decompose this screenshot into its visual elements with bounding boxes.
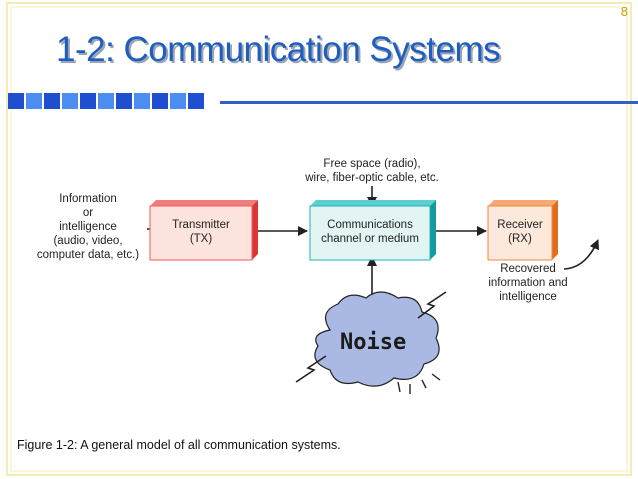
recovered-label: Recovered information and intelligence (488, 263, 568, 303)
decor-square (26, 93, 42, 109)
page-title: 1-2: Communication Systems (56, 30, 501, 69)
noise-cloud (314, 291, 440, 387)
decor-square (116, 93, 132, 109)
decor-square (8, 93, 24, 109)
transmitter-block (149, 200, 258, 261)
receiver-label: Receiver (RX) (497, 219, 543, 245)
decor-square (80, 93, 96, 109)
lightning-icon (295, 355, 327, 383)
decor-square (98, 93, 114, 109)
decor-square (152, 93, 168, 109)
decor-square (170, 93, 186, 109)
lightning-icon (417, 291, 447, 319)
decor-square (62, 93, 78, 109)
noise-rays (397, 373, 441, 394)
decor-square (44, 93, 60, 109)
rx-output-arrow (563, 239, 600, 270)
page-number: 8 (620, 4, 628, 19)
info-label: Information or intelligence (audio, vide… (36, 193, 140, 261)
figure-caption: Figure 1-2: A general model of all commu… (17, 438, 341, 452)
decor-square (188, 93, 204, 109)
channel-block (309, 200, 436, 261)
title-rule (220, 101, 638, 104)
noise-label: Noise (340, 330, 407, 355)
channel-label: Communications channel or medium (321, 219, 419, 245)
decor-square (134, 93, 150, 109)
title-decoration (8, 93, 204, 109)
receiver-block (487, 200, 558, 261)
medium-label: Free space (radio), wire, fiber-optic ca… (305, 158, 439, 184)
transmitter-label: Transmitter (TX) (172, 219, 230, 245)
